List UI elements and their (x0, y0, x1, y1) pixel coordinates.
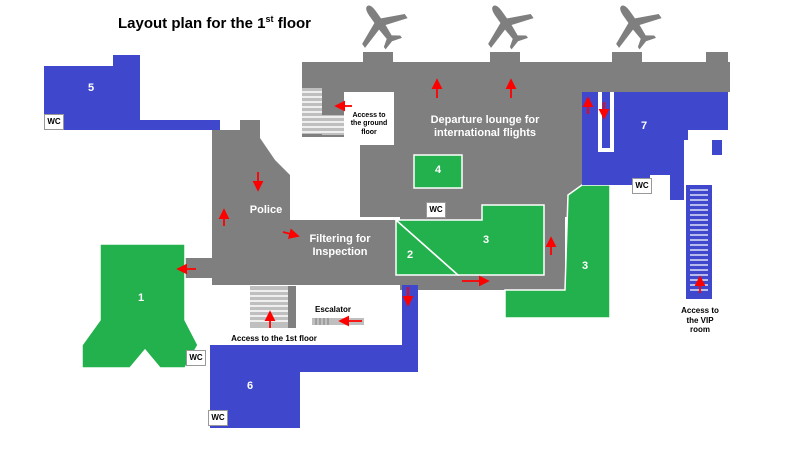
police-label: Police (249, 204, 283, 216)
zone-7[interactable] (582, 92, 728, 185)
stairs-first-floor-lines (250, 290, 288, 322)
airplane-icon (346, 0, 416, 59)
zone-3-main-label: 3 (482, 234, 490, 246)
stairs-ground-lines (302, 91, 344, 133)
escalator-label: Escalator (314, 305, 352, 314)
zone-6[interactable] (210, 285, 418, 428)
airplane-icon (472, 0, 542, 59)
access-first-floor-label: Access to the 1st floor (231, 334, 317, 343)
zone-2-label: 2 (406, 249, 414, 261)
zone-1-label: 1 (137, 292, 145, 304)
wc-zone-5: WC (44, 114, 64, 130)
zone-5-label: 5 (87, 82, 95, 94)
flow-arrows (176, 78, 706, 328)
stairs-vip-lines (690, 189, 708, 291)
escalator (312, 318, 364, 325)
wc-zone-1: WC (186, 350, 206, 366)
zone-6-label: 6 (246, 380, 254, 392)
zone-5-corridor (44, 120, 220, 130)
stairs-vip (686, 185, 712, 299)
zone-3-right-label: 3 (581, 260, 589, 272)
map-title: Layout plan for the 1st floor (118, 14, 312, 32)
zone-5[interactable] (44, 55, 140, 122)
wc-zone-7: WC (632, 178, 652, 194)
zone-4[interactable] (413, 154, 463, 189)
wc-lounge: WC (426, 202, 446, 218)
airplane-icon (600, 0, 670, 59)
zone-1[interactable] (81, 243, 199, 369)
zone-4-label: 4 (434, 164, 442, 176)
zone-7-label: 7 (640, 120, 648, 132)
wc-zone-6: WC (208, 410, 228, 426)
